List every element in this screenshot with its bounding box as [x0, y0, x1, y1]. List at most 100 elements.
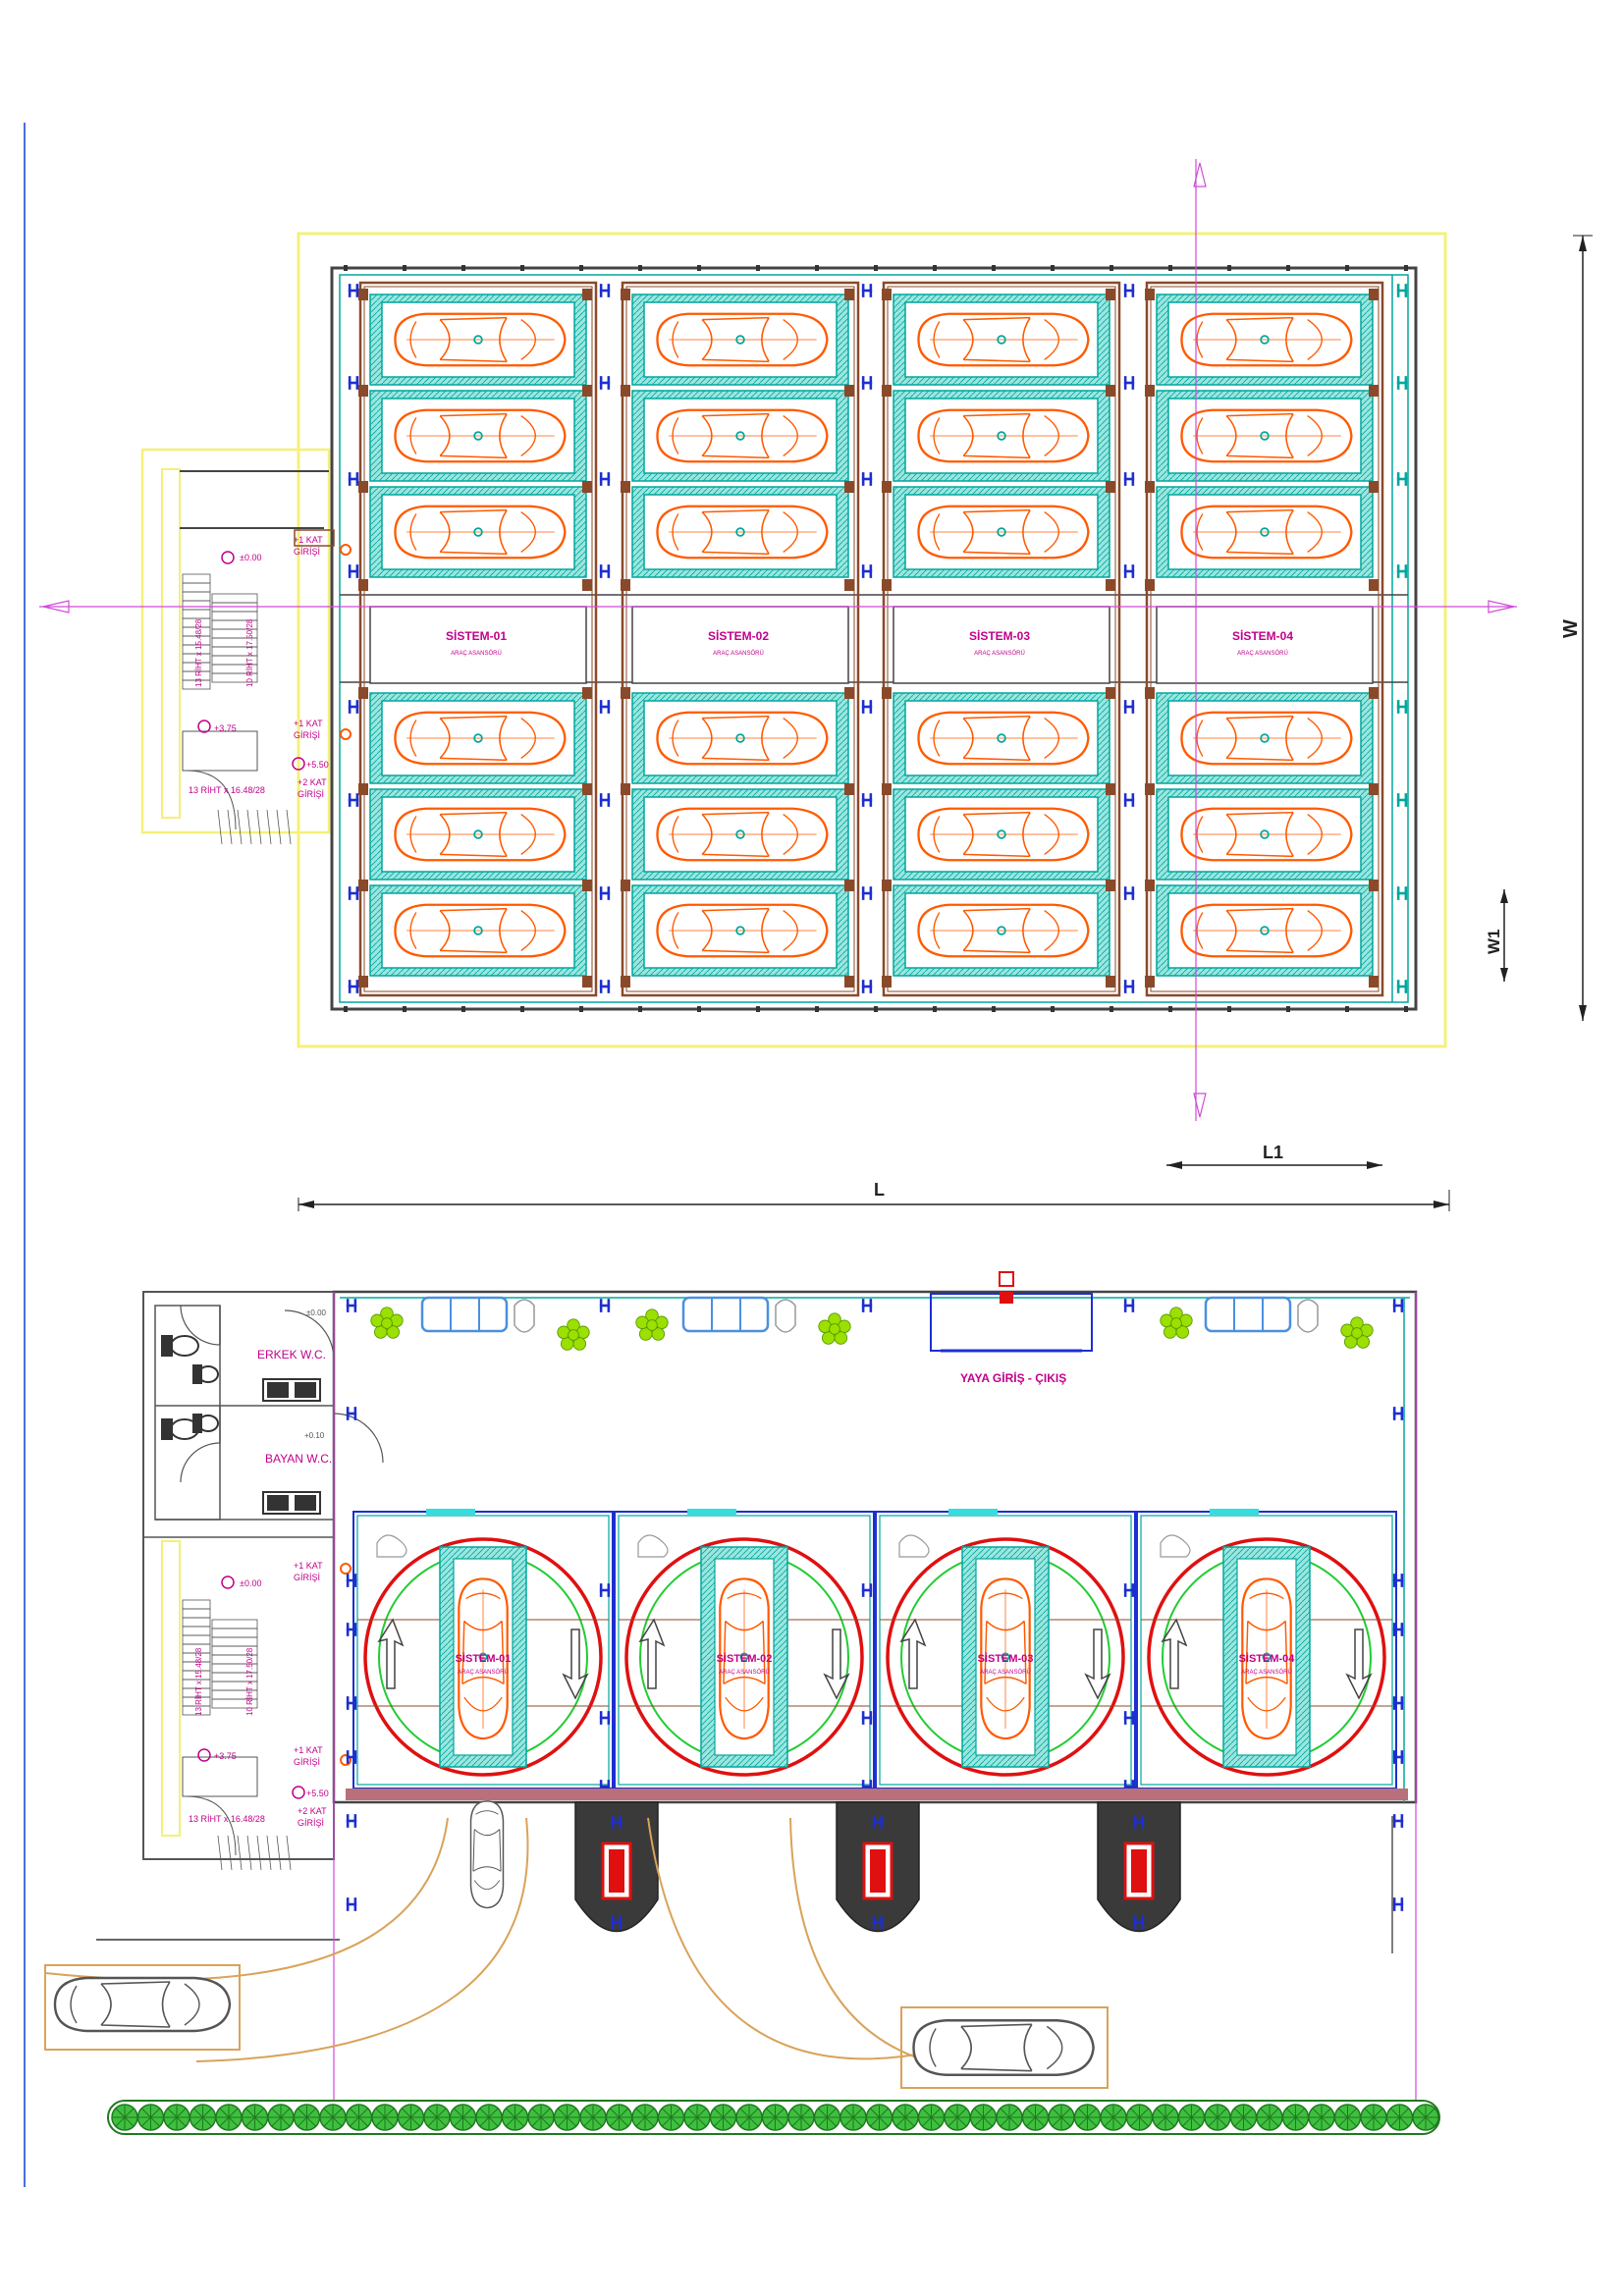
- tree-icon: [423, 2104, 451, 2131]
- floor-entry-label: GİRİŞİ: [298, 789, 324, 799]
- rotate-arrow-icon: [562, 1629, 589, 1700]
- column-marker-icon: [348, 472, 359, 486]
- tree-icon: [579, 2104, 607, 2131]
- ramp-strip: [346, 1789, 1408, 1800]
- level-label: +3.75: [214, 723, 237, 733]
- system-label: SİSTEM-03: [969, 628, 1030, 643]
- dimension-W1-label: W1: [1485, 930, 1503, 955]
- column-marker-icon: [1392, 1696, 1404, 1710]
- tree-icon: [1385, 2104, 1414, 2131]
- tree-icon: [996, 2104, 1023, 2131]
- bench-icon: [420, 1296, 509, 1333]
- tree-icon: [1340, 1316, 1374, 1349]
- tree-icon: [319, 2104, 347, 2131]
- tree-icon: [1125, 2104, 1154, 2131]
- column-marker-icon: [1123, 472, 1135, 486]
- column-marker-icon: [1123, 376, 1135, 390]
- tree-icon: [475, 2104, 503, 2131]
- entrance-label: YAYA GİRİŞ - ÇIKIŞ: [960, 1370, 1066, 1385]
- turntable-icon: [1147, 1537, 1386, 1777]
- system-sub-label: ARAÇ ASANSÖRÜ: [451, 650, 502, 657]
- column-marker-icon: [348, 980, 359, 993]
- tree-icon: [657, 2104, 685, 2131]
- tree-icon: [635, 1308, 669, 1341]
- tree-icon: [1100, 2104, 1127, 2131]
- tree-icon: [631, 2104, 659, 2131]
- tree-icon: [345, 2104, 373, 2131]
- stair-riser-label: 13 RİHT x 15.48/28: [194, 618, 203, 687]
- tree-icon: [1073, 2104, 1102, 2131]
- dimension-L1-label: L1: [1263, 1143, 1283, 1162]
- column-marker-icon: [1123, 564, 1135, 578]
- level-label: +3.75: [214, 1751, 237, 1761]
- stair-riser-label: 10 RİHT x 17.50/28: [245, 618, 254, 687]
- column-marker-icon: [1392, 1574, 1404, 1587]
- tree-icon: [397, 2104, 425, 2131]
- car-icon: [912, 2018, 1095, 2077]
- ramp-barrier: [1097, 1801, 1181, 1933]
- column-marker-icon: [1396, 284, 1408, 297]
- tree-icon: [267, 2104, 295, 2131]
- column-marker-icon: [861, 1711, 873, 1725]
- column-marker-icon: [346, 1897, 357, 1911]
- column-marker-icon: [1392, 1897, 1404, 1911]
- tree-icon: [605, 2104, 633, 2131]
- dimension-W: W: [1560, 235, 1593, 1021]
- system-sub-label: ARAÇ ASANSÖRÜ: [458, 1669, 509, 1676]
- tree-icon: [709, 2104, 737, 2131]
- column-marker-icon: [1123, 980, 1135, 993]
- rotate-arrow-icon: [899, 1618, 927, 1689]
- column-marker-icon: [1396, 472, 1408, 486]
- system-label: SİSTEM-01: [456, 1652, 512, 1665]
- stair-block-plan2: ±0.00 +3.75 +5.50 +1 KAT GİRİŞİ +1 KAT G…: [161, 1540, 352, 1871]
- tree-icon: [1160, 1307, 1193, 1339]
- floor-entry-label: +2 KAT: [298, 777, 327, 787]
- column-marker-icon: [599, 472, 611, 486]
- tree-icon: [1177, 2104, 1206, 2131]
- tree-icon: [1048, 2104, 1075, 2131]
- column-marker-icon: [348, 284, 359, 297]
- column-marker-icon: [1123, 1583, 1135, 1597]
- tree-icon: [1333, 2104, 1362, 2131]
- male-wc-label: ERKEK W.C.: [257, 1348, 326, 1362]
- sink-icon: [262, 1378, 321, 1515]
- column-marker-icon: [1123, 700, 1135, 714]
- system-label: SİSTEM-04: [1239, 1652, 1296, 1665]
- system-label: SİSTEM-02: [708, 628, 769, 643]
- tree-icon: [553, 2104, 581, 2131]
- column-marker-icon: [599, 1583, 611, 1597]
- tree-icon: [969, 2104, 998, 2131]
- column-marker-icon: [599, 980, 611, 993]
- column-marker-icon: [346, 1299, 357, 1312]
- tree-icon: [787, 2104, 815, 2131]
- system-sub-label: ARAÇ ASANSÖRÜ: [1237, 650, 1288, 657]
- tree-icon: [917, 2104, 946, 2131]
- tree-icon: [1360, 2104, 1387, 2131]
- column-marker-icon: [1396, 376, 1408, 390]
- tree-icon: [111, 2104, 138, 2131]
- tree-icon: [527, 2104, 555, 2131]
- tree-icon: [501, 2104, 529, 2131]
- system-label: SİSTEM-02: [717, 1652, 773, 1665]
- stair-annex-outline: [140, 448, 331, 834]
- level-label: ±0.00: [240, 553, 261, 562]
- tree-icon: [449, 2104, 477, 2131]
- column-marker-icon: [346, 1750, 357, 1764]
- column-marker-icon: [599, 1711, 611, 1725]
- system-sub-label: ARAÇ ASANSÖRÜ: [1241, 1669, 1292, 1676]
- level-label: +5.50: [306, 760, 329, 770]
- column-marker-icon: [861, 980, 873, 993]
- floor-entry-label: GİRİŞİ: [294, 1757, 320, 1767]
- floor-entry-label: GİRİŞİ: [298, 1818, 324, 1828]
- car-icon: [53, 1976, 232, 2033]
- tree-icon: [1152, 2104, 1179, 2131]
- column-marker-icon: [1123, 793, 1135, 807]
- turntable-icon: [886, 1537, 1125, 1777]
- column-marker-icon: [348, 700, 359, 714]
